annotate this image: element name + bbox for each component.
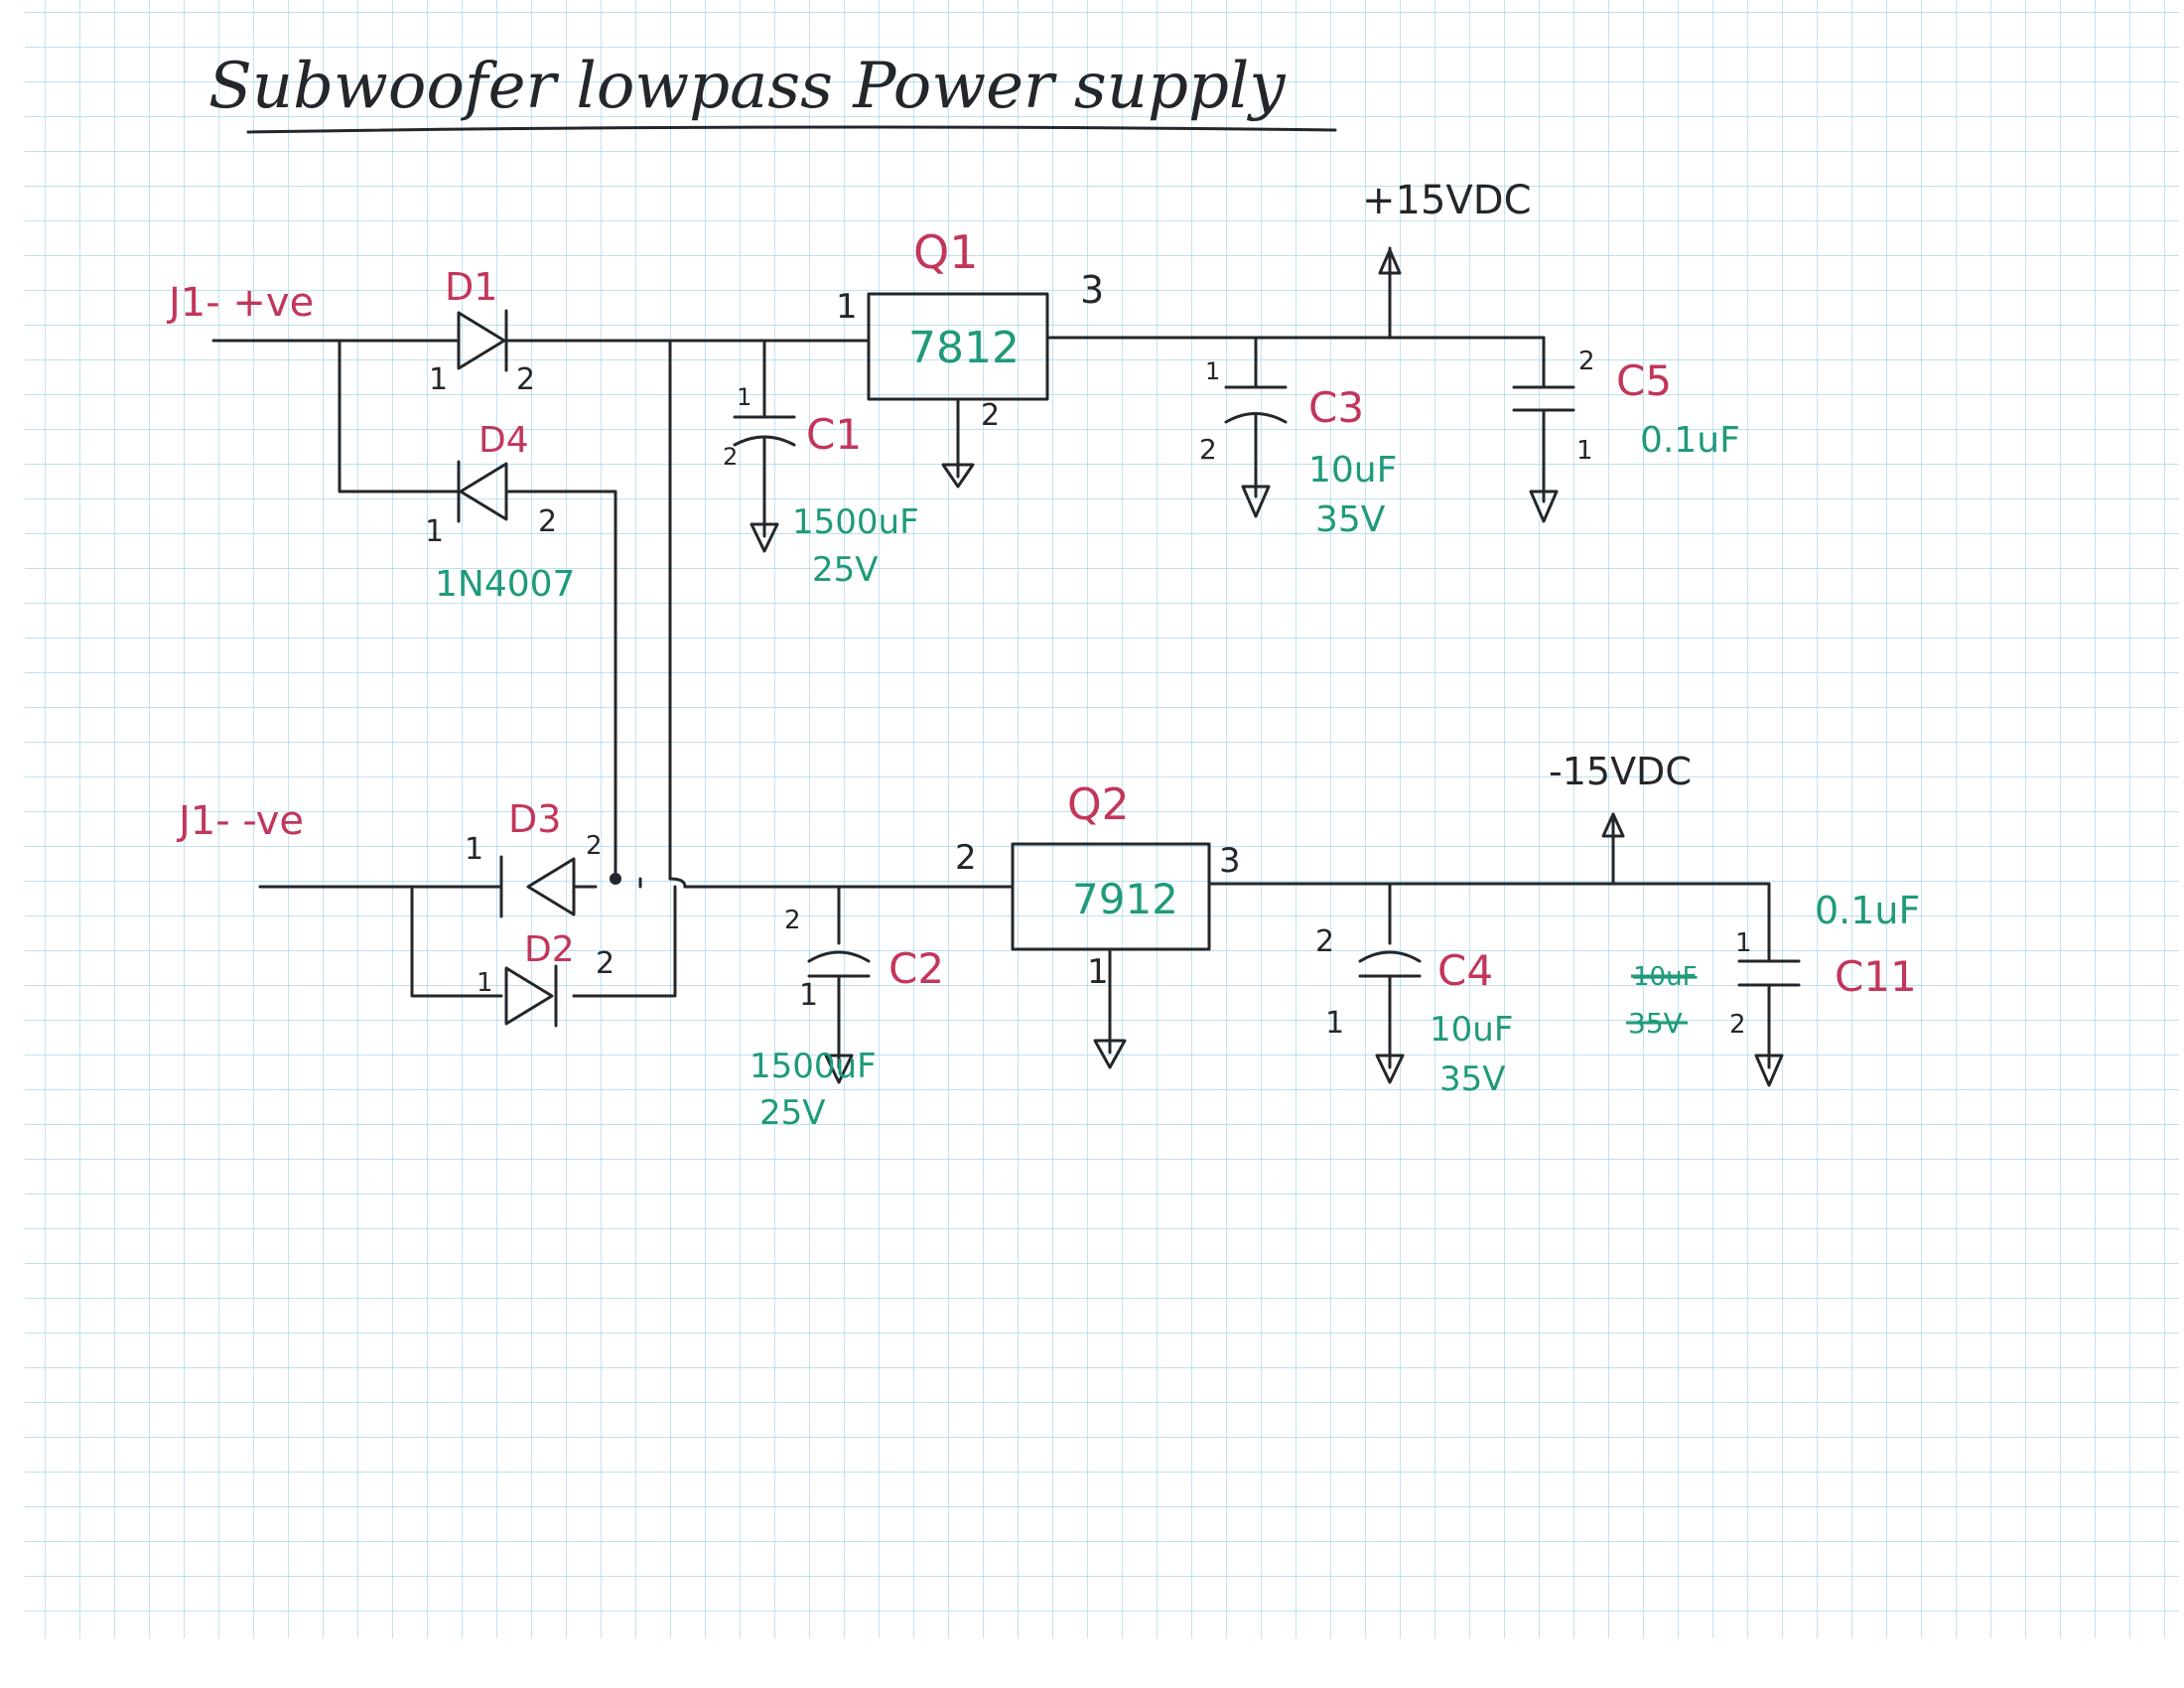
capacitor-c11-pin2: 2 [1729,1010,1746,1040]
capacitor-c1-ref: C1 [806,410,862,459]
capacitor-c2-ref: C2 [888,944,944,993]
regulator-q2-pin-gnd: 1 [1087,952,1109,992]
capacitor-c2-pin1: 1 [799,978,818,1013]
positive-rail-section: J1- +ve D1 1 2 D4 1 2 1N4007 Q1 7812 1 2… [166,178,1740,881]
wire-d4-bypass [338,339,461,493]
diode-d4-ref: D4 [478,420,529,461]
diode-d4-part: 1N4007 [435,564,575,605]
diode-d2-pin1: 1 [477,968,493,998]
diode-d2-pin2: 2 [596,946,614,981]
regulator-q1-ref: Q1 [913,225,978,279]
capacitor-c1 [733,339,796,553]
diode-d4-pin1: 1 [425,514,444,549]
capacitor-c2-value: 1500uF [750,1047,877,1086]
capacitor-c5-pin2: 2 [1578,347,1595,376]
capacitor-c5-pin1: 1 [1576,436,1593,466]
capacitor-c11-pin1: 1 [1735,928,1752,958]
capacitor-c3-voltage: 35V [1315,499,1386,540]
title-underline [246,125,1337,134]
diode-d4 [457,460,508,523]
capacitor-c4-voltage: 35V [1439,1059,1506,1099]
wire-d4-to-d3 [504,490,617,881]
page-title: Subwoofer lowpass Power supply [208,50,1286,123]
capacitor-c1-pin1: 1 [737,383,751,411]
capacitor-c3 [1224,336,1288,518]
diode-d3-ref: D3 [508,797,561,841]
regulator-q1-pin-in: 1 [836,287,858,327]
connector-j1-neg-label: J1- -ve [176,798,304,844]
capacitor-c5-ref: C5 [1616,356,1672,405]
diode-d3 [499,855,576,918]
diode-d4-pin2: 2 [538,504,557,539]
regulator-q1-pin-gnd: 2 [981,398,1000,433]
diode-d1-ref: D1 [445,265,497,309]
capacitor-c4 [1358,882,1422,1084]
graph-paper-grid [25,0,2179,1638]
diode-d2 [504,964,558,1028]
wire-d2-bypass [410,885,503,998]
diode-d1 [457,309,508,372]
diode-d2-ref: D2 [524,929,575,970]
capacitor-c11-ref: C11 [1835,952,1917,1001]
pos-rail-terminal [1378,246,1402,340]
capacitor-c4-pin1: 1 [1325,1006,1344,1041]
regulator-q2-pin-out: 3 [1219,841,1241,881]
capacitor-c2-voltage: 25V [759,1093,826,1133]
capacitor-c4-ref: C4 [1437,946,1493,995]
neg-rail-label: -15VDC [1549,750,1692,793]
regulator-q2-ref: Q2 [1067,779,1130,830]
connector-j1-pos-label: J1- +ve [166,280,314,326]
capacitor-c3-ref: C3 [1308,383,1364,432]
negative-rail-section: J1- -ve D3 1 2 D2 1 2 Q2 7912 2 1 3 2 1 … [176,750,1920,1133]
diode-d3-pin2: 2 [586,831,603,861]
diode-d1-pin2: 2 [516,362,535,397]
regulator-q1-part: 7812 [908,323,1020,373]
capacitor-c11 [1737,882,1801,1087]
capacitor-c1-value: 1500uF [792,502,919,542]
ground-q1 [941,397,975,489]
regulator-q1-pin-out: 3 [1080,268,1104,312]
capacitor-c3-pin1: 1 [1205,357,1220,385]
capacitor-c11-value: 0.1uF [1815,889,1920,932]
ground-q2 [1093,947,1127,1069]
diode-d3-pin1: 1 [465,832,483,867]
regulator-q2-part: 7912 [1072,875,1178,923]
capacitor-c5 [1512,336,1575,523]
pos-rail-label: +15VDC [1362,178,1532,223]
capacitor-c3-pin2: 2 [1199,433,1217,466]
wire-crossover-hop [668,877,687,889]
capacitor-c2-pin2: 2 [784,906,801,935]
capacitor-c3-value: 10uF [1308,450,1397,491]
capacitor-c1-pin2: 2 [723,443,738,471]
capacitor-c5-value: 0.1uF [1640,420,1740,461]
junction-dot [610,873,621,885]
wire-d2-to-bus [572,885,677,998]
neg-rail-terminal [1601,812,1625,886]
regulator-q2-pin-in: 2 [955,838,977,878]
capacitor-c4-pin2: 2 [1315,924,1334,959]
capacitor-c4-value: 10uF [1430,1010,1513,1050]
diode-d1-pin1: 1 [429,362,448,397]
capacitor-c2 [807,885,871,1084]
capacitor-c1-voltage: 25V [812,550,879,590]
